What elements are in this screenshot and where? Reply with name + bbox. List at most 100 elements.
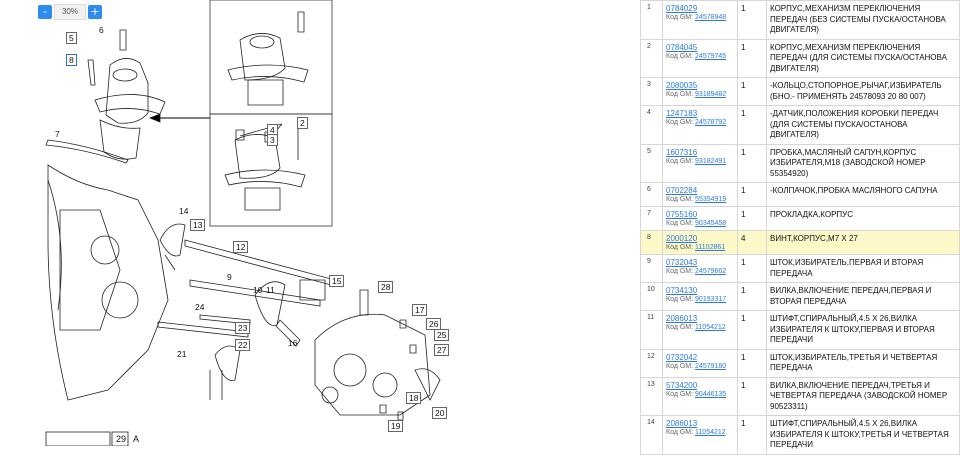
parts-diagram[interactable]: - 30% + <box>0 0 640 446</box>
gm-code-link[interactable]: 24579662 <box>695 268 727 275</box>
part-description: ШТИФТ,СПИРАЛЬНЫЙ,4.5 X 26,ВИЛКА ИЗБИРАТЕ… <box>766 310 960 350</box>
part-code-link[interactable]: 2086013 <box>666 419 698 428</box>
gm-code-prefix: Код GM: <box>666 362 694 370</box>
part-code-link[interactable]: 0732042 <box>666 352 698 362</box>
part-code-link[interactable]: 0784029 <box>666 4 698 13</box>
callout-15[interactable]: 15 <box>329 275 345 287</box>
callout-26[interactable]: 26 <box>426 318 442 330</box>
callout-2[interactable]: 2 <box>297 117 308 129</box>
callout-24[interactable]: 24 <box>195 302 205 312</box>
callout-18[interactable]: 18 <box>406 392 422 404</box>
callout-6[interactable]: 6 <box>99 25 104 35</box>
gm-code-prefix: Код GM: <box>666 244 694 251</box>
callout-23[interactable]: 23 <box>235 322 251 334</box>
part-code-link[interactable]: 2080035 <box>666 81 698 90</box>
part-code-link[interactable]: 0732043 <box>666 258 698 267</box>
callout-13[interactable]: 13 <box>190 219 206 231</box>
gm-code-link[interactable]: 24579745 <box>695 52 727 60</box>
zoom-out-button[interactable]: - <box>38 5 52 19</box>
row-number: 10 <box>640 282 663 311</box>
part-code-link[interactable]: 0755160 <box>666 210 698 219</box>
gm-code: Код GM: 24578948 <box>666 14 734 21</box>
callout-20[interactable]: 20 <box>432 407 448 419</box>
part-code-link[interactable]: 2000120 <box>666 234 698 243</box>
callout-27[interactable]: 27 <box>434 344 450 356</box>
zoom-level: 30% <box>54 4 86 20</box>
row-number: 6 <box>640 182 663 207</box>
gm-code-link[interactable]: 11102861 <box>695 244 726 251</box>
gm-code: Код GM: 55354919 <box>666 196 734 203</box>
gm-code-link[interactable]: 11054212 <box>695 429 726 436</box>
callout-5[interactable]: 5 <box>66 32 77 44</box>
callout-7[interactable]: 7 <box>55 129 60 139</box>
gm-code-link[interactable]: 24578792 <box>695 119 727 126</box>
callout-19[interactable]: 19 <box>388 420 404 432</box>
callout-9[interactable]: 9 <box>227 272 232 282</box>
gm-code-link[interactable]: 11054212 <box>695 324 726 331</box>
part-code-link[interactable]: 1607316 <box>666 147 698 157</box>
callout-12[interactable]: 12 <box>233 241 249 253</box>
callout-22[interactable]: 22 <box>235 339 251 351</box>
gm-code-link[interactable]: 24579180 <box>695 362 727 370</box>
callout-28[interactable]: 28 <box>378 281 394 293</box>
callout-17[interactable]: 17 <box>412 304 428 316</box>
gm-code-link[interactable]: 93182491 <box>695 157 727 165</box>
callout-3[interactable]: 3 <box>267 134 278 146</box>
gm-code: Код GM: 24578792 <box>666 119 734 126</box>
gm-code: Код GM: 24579662 <box>666 268 734 275</box>
part-code-link[interactable]: 1247183 <box>666 109 698 118</box>
gm-code-link[interactable]: 90193317 <box>695 296 727 303</box>
row-number: 3 <box>640 77 663 106</box>
part-description: ШТОК,ИЗБИРАТЕЛЬ,ПЕРВАЯ И ВТОРАЯ ПЕРЕДАЧА <box>766 254 960 283</box>
gm-code: Код GM: 24579745 <box>666 53 734 60</box>
part-code-link[interactable]: 0734130 <box>666 286 698 295</box>
callout-8[interactable]: 8 <box>66 54 77 66</box>
part-code-link[interactable]: 0702284 <box>666 186 698 195</box>
quantity: 1 <box>737 143 767 183</box>
callout-25[interactable]: 25 <box>434 329 450 341</box>
callout-21[interactable]: 21 <box>177 349 187 359</box>
callout-29: 29 <box>116 434 127 444</box>
gm-code-link[interactable]: 90446135 <box>695 390 727 398</box>
gm-code-link[interactable]: 93189482 <box>695 91 727 98</box>
gm-code-link[interactable]: 90345458 <box>695 220 727 227</box>
callout-14[interactable]: 14 <box>179 206 189 216</box>
diagram-drawing <box>45 0 441 446</box>
quantity: 1 <box>737 38 767 78</box>
zoom-in-button[interactable]: + <box>88 5 102 19</box>
gm-code-link[interactable]: 24578948 <box>695 14 727 21</box>
part-code-link[interactable]: 2086013 <box>666 314 698 323</box>
part-description: -КОЛЬЦО,СТОПОРНОЕ,РЫЧАГ,ИЗБИРАТЕЛЬ (БНО.… <box>766 77 960 106</box>
part-code-link[interactable]: 0784045 <box>666 42 698 52</box>
row-number: 7 <box>640 206 663 231</box>
gm-code: Код GM: 90345458 <box>666 220 734 227</box>
gm-code: Код GM: 93189482 <box>666 91 734 98</box>
callout-16[interactable]: 16 <box>288 338 298 348</box>
callout-10[interactable]: 10 <box>253 285 263 295</box>
row-number: 1 <box>640 0 663 40</box>
gm-code-link[interactable]: 55354919 <box>695 196 727 203</box>
part-code-link[interactable]: 5734200 <box>666 380 698 390</box>
part-description: ШТОК,ИЗБИРАТЕЛЬ,ТРЕТЬЯ И ЧЕТВЕРТАЯ ПЕРЕД… <box>766 348 960 378</box>
callout-11[interactable]: 11 <box>266 285 275 295</box>
